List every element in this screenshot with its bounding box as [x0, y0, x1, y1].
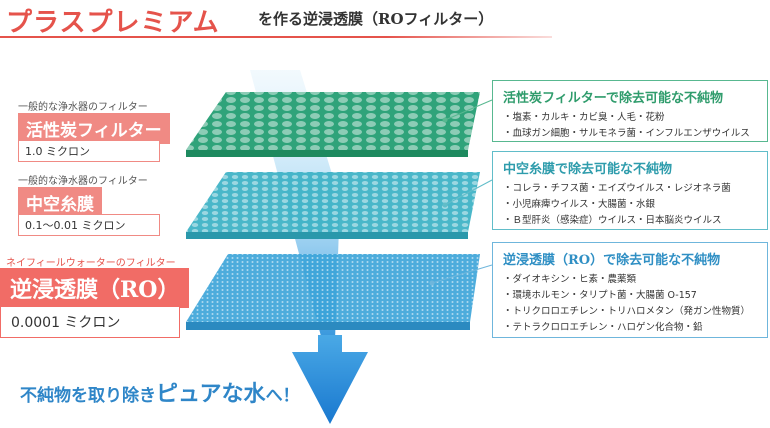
filter-name-3: 逆浸透膜（RO） [0, 268, 190, 308]
impurity-item: Ｂ型肝炎（感染症）ウイルス・日本脳炎ウイルス [503, 213, 757, 229]
slogan-emphasis: ピュアな水 [156, 381, 266, 407]
impurity-item: テトラクロロエチレン・ハロゲン化合物・鉛 [503, 320, 757, 336]
impurity-item: トリクロロエチレン・トリハロメタン（発ガン性物質） [503, 304, 757, 320]
slogan-suffix: へ！ [265, 386, 300, 406]
filter-micron-3: 0.0001 ミクロン [0, 306, 180, 338]
impurity-item: 環境ホルモン・タリプト菌・大腸菌 O-157 [503, 288, 757, 304]
filter-caption-2: 一般的な浄水器のフィルター [18, 176, 148, 187]
layer-hollow-fiber [186, 172, 480, 239]
filter-caption-1: 一般的な浄水器のフィルター [18, 102, 148, 113]
impurity-item: 血球ガン細胞・サルモネラ菌・インフルエンザウイルス [503, 126, 757, 142]
impurity-item: ダイオキシン・ヒ素・農薬類 [503, 272, 757, 288]
impurities-box-ro: 逆浸透膜（RO）で除去可能な不純物 ダイオキシン・ヒ素・農薬類 環境ホルモン・タ… [492, 242, 768, 338]
impurities-title-2: 中空糸膜で除去可能な不純物 [503, 162, 673, 177]
down-arrow-icon [292, 335, 368, 424]
impurity-item: コレラ・チフス菌・エイズウイルス・レジオネラ菌 [503, 181, 757, 197]
brand-title: プラスプレミアム [6, 8, 220, 38]
layer-activated-carbon [186, 92, 480, 157]
filter-name-1: 活性炭フィルター [18, 113, 170, 144]
layer-ro-membrane [186, 254, 480, 330]
filter-micron-2: 0.1〜0.01 ミクロン [18, 214, 160, 236]
page-subtitle: を作る逆浸透膜（ROフィルター） [258, 10, 494, 28]
impurity-item: 塩素・カルキ・カビ臭・人毛・花粉 [503, 110, 757, 126]
slogan-prefix: 不純物を取り除き [20, 386, 156, 406]
header-divider [0, 36, 552, 38]
filter-micron-1: 1.0 ミクロン [18, 140, 160, 162]
slogan: 不純物を取り除きピュアな水へ！ [20, 376, 300, 408]
filter-name-2: 中空糸膜 [18, 187, 102, 218]
filter-caption-3: ネイフィールウォーターのフィルター [6, 258, 176, 269]
impurities-title-3: 逆浸透膜（RO）で除去可能な不純物 [503, 253, 721, 268]
impurities-box-activated-carbon: 活性炭フィルターで除去可能な不純物 塩素・カルキ・カビ臭・人毛・花粉 血球ガン細… [492, 80, 768, 142]
impurities-box-hollow-fiber: 中空糸膜で除去可能な不純物 コレラ・チフス菌・エイズウイルス・レジオネラ菌 小児… [492, 151, 768, 230]
impurities-title-1: 活性炭フィルターで除去可能な不純物 [503, 91, 723, 106]
impurity-item: 小児麻痺ウイルス・大腸菌・水銀 [503, 197, 757, 213]
